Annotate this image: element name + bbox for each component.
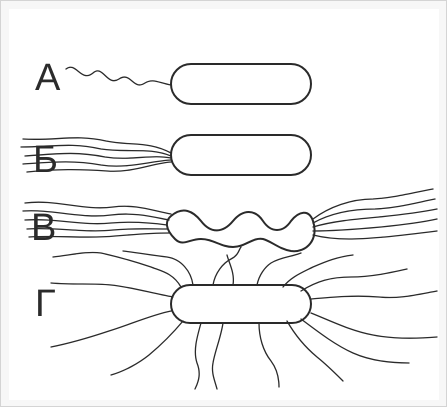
label-d: Г	[35, 285, 56, 323]
bacterium-lophotrichous	[21, 135, 311, 175]
flagella-right-c	[313, 189, 437, 239]
bacterium-amphitrichous	[23, 189, 437, 251]
label-b: Б	[33, 141, 58, 179]
cell-body-b	[171, 135, 311, 175]
label-a: А	[35, 59, 60, 97]
cell-body-d	[171, 285, 311, 323]
flagella-peritrichous	[51, 247, 437, 389]
label-c: В	[31, 209, 56, 247]
flagellum-a	[66, 67, 171, 85]
bacterium-peritrichous	[51, 247, 437, 389]
cell-body-a	[171, 64, 311, 104]
bacterium-monotrichous	[66, 64, 311, 104]
cell-body-c	[167, 211, 315, 252]
